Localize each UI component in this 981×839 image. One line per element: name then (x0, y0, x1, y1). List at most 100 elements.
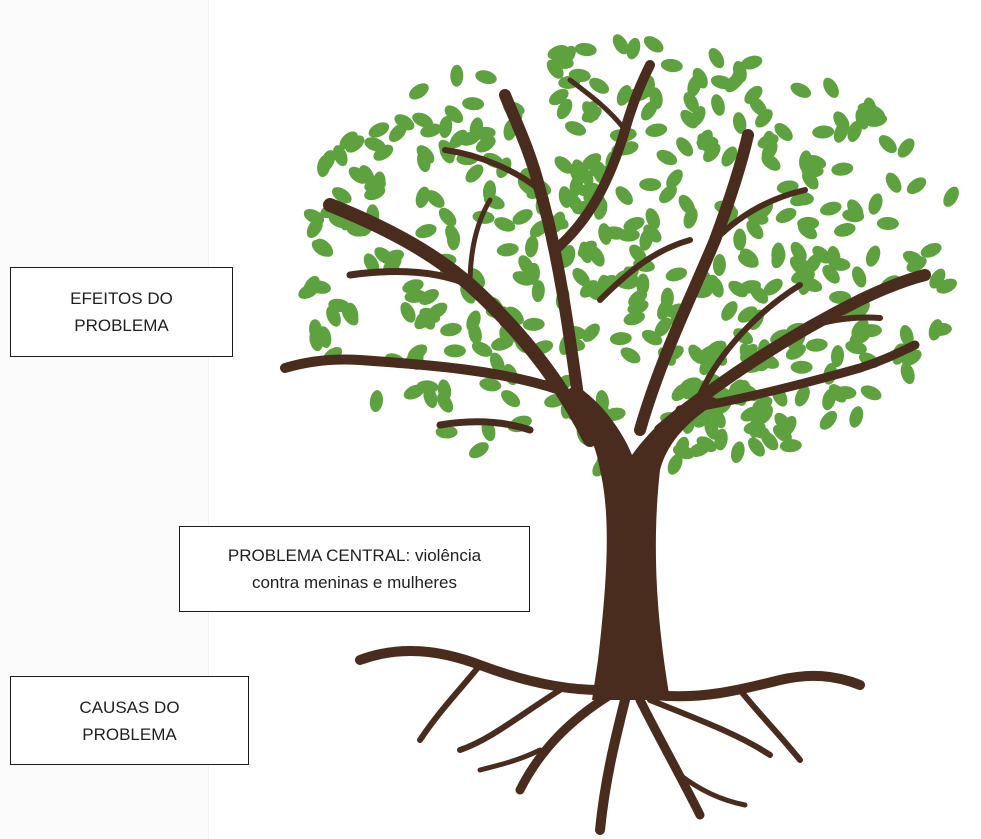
leaf (732, 112, 747, 134)
leaf (724, 73, 743, 93)
leaf (737, 252, 759, 268)
leaf (445, 224, 461, 246)
trunk (560, 385, 720, 700)
leaf (721, 146, 738, 167)
branch (675, 340, 920, 415)
leaf (409, 83, 429, 100)
leaf (692, 67, 708, 89)
leaf (785, 344, 806, 360)
leaf (876, 216, 899, 231)
leaf (683, 92, 699, 113)
leaf (820, 201, 842, 216)
leaf (711, 94, 725, 116)
leaf (665, 267, 688, 282)
leaf (333, 145, 348, 167)
leaf (733, 228, 747, 251)
leaf (804, 155, 827, 169)
leaf (703, 143, 721, 163)
leaf (929, 322, 952, 336)
leaf (797, 222, 818, 240)
leaf (831, 162, 854, 176)
leaf (435, 425, 458, 439)
leaf (565, 121, 586, 136)
branch (436, 418, 534, 434)
leaf (830, 345, 845, 368)
leaf (845, 340, 867, 355)
branch (280, 354, 565, 395)
leaf (548, 88, 569, 106)
leaf (518, 255, 535, 276)
leaf (574, 42, 597, 57)
leaf (444, 105, 464, 124)
leaf (790, 82, 812, 98)
leaf (582, 323, 600, 342)
leaf (847, 120, 862, 142)
leaf (805, 338, 828, 352)
leaf (303, 275, 320, 296)
leaf (852, 266, 867, 288)
leaf (368, 122, 390, 138)
leaf (712, 254, 726, 276)
leaf (412, 112, 433, 128)
leaf (531, 280, 545, 303)
leaf (311, 239, 332, 257)
leaf (598, 223, 612, 245)
leaf (475, 70, 497, 85)
leaf (363, 253, 380, 274)
leaf (849, 329, 871, 345)
leaf (415, 186, 430, 208)
leaf (402, 279, 424, 294)
leaf (900, 362, 915, 385)
leaf (865, 245, 881, 267)
leaf (740, 55, 763, 70)
leaf (491, 336, 513, 351)
leaf (482, 180, 497, 203)
leaf (855, 107, 870, 130)
leaf (468, 322, 482, 345)
leaf (426, 190, 445, 208)
leaf (790, 360, 813, 374)
leaf (589, 77, 610, 94)
leaf (774, 123, 793, 141)
leaf (819, 410, 838, 430)
leaf (317, 155, 331, 178)
leaf (494, 217, 516, 232)
root (355, 645, 605, 695)
leaf (771, 246, 786, 269)
leaf (522, 317, 545, 331)
leaf (775, 207, 797, 224)
leaf (667, 453, 683, 475)
leaf (790, 192, 812, 207)
leaf (812, 125, 835, 139)
root (417, 662, 483, 743)
leaf (660, 58, 683, 73)
leaf (559, 45, 576, 66)
leaf (616, 85, 632, 106)
leaf (331, 187, 352, 204)
branch (597, 237, 693, 303)
root (457, 687, 563, 753)
leaf (656, 149, 678, 166)
leaf (465, 164, 484, 183)
leaf (584, 281, 602, 301)
root (635, 695, 705, 820)
leaf (416, 380, 439, 394)
leaf (394, 114, 415, 131)
root (647, 697, 773, 758)
leaf (645, 123, 668, 137)
leaf (437, 392, 454, 413)
effects-box: EFEITOS DO PROBLEMA (10, 267, 233, 357)
leaf (780, 415, 797, 437)
leaf (828, 384, 847, 403)
central-problem-label: PROBLEMA CENTRAL: violência contra menin… (227, 546, 482, 592)
leaf (417, 150, 431, 173)
branch (346, 268, 474, 289)
leaf (897, 138, 915, 158)
leaf (920, 242, 942, 258)
leaf (828, 257, 851, 271)
leaf (496, 243, 519, 257)
branch (634, 129, 754, 436)
root (737, 687, 803, 763)
leaf (512, 271, 534, 286)
leaf (469, 442, 489, 459)
